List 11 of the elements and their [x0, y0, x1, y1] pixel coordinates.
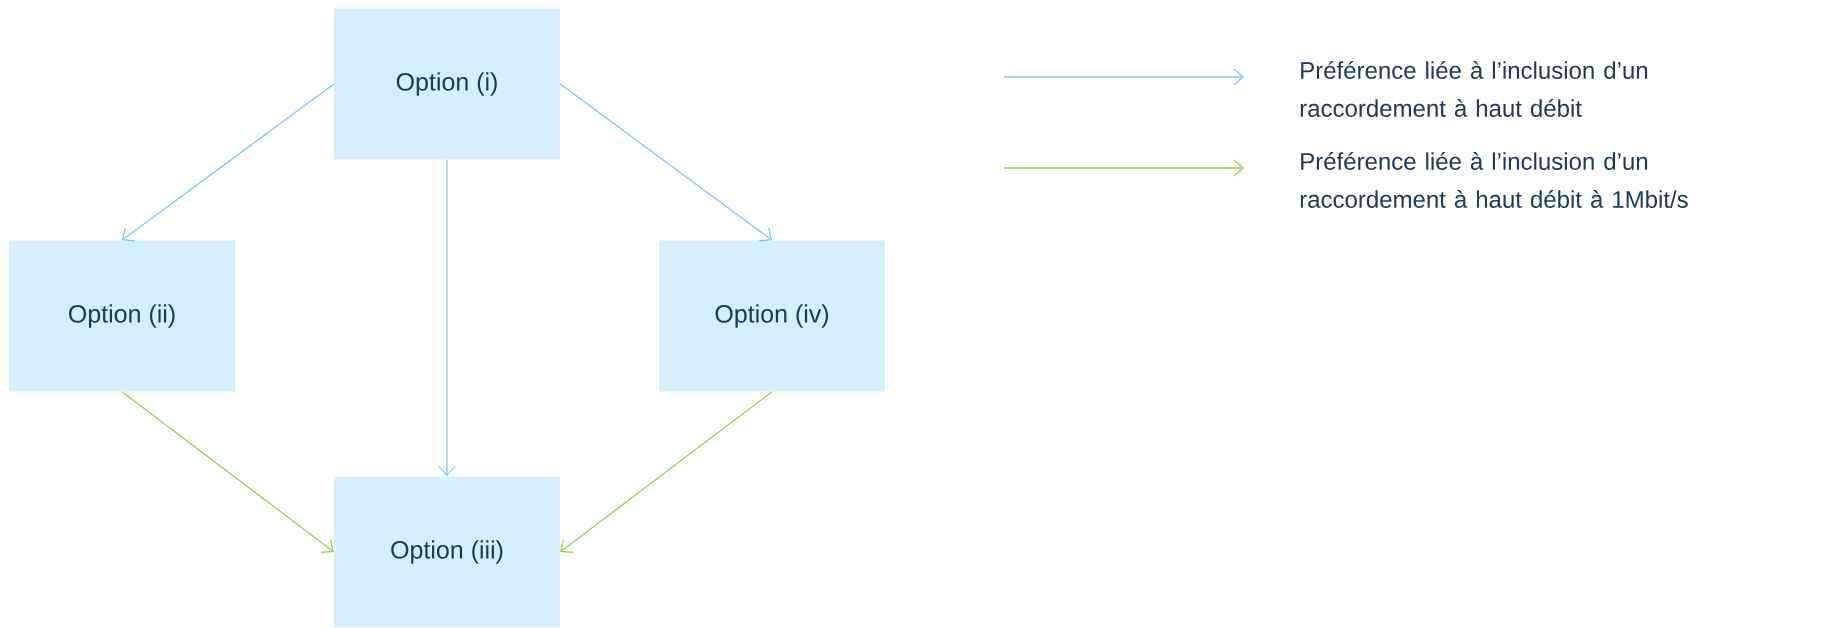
- arrow: [559, 83, 772, 242]
- option-box: Option (i): [334, 8, 560, 160]
- arrow: [560, 391, 773, 553]
- legend-label: Préférence liée à l’inclusion d’un raccordement à haut débit à 1Mbit/s: [1300, 152, 1688, 208]
- arrow: [121, 391, 334, 553]
- arrow: [438, 159, 456, 477]
- option-box: Option (iv): [659, 240, 885, 392]
- option-box: Option (ii): [9, 240, 235, 392]
- arrow: [122, 83, 335, 242]
- option-box: Option (iii): [334, 476, 560, 628]
- legend-label: Préférence liée à l’inclusion d’un raccordement à haut débit: [1300, 61, 1648, 117]
